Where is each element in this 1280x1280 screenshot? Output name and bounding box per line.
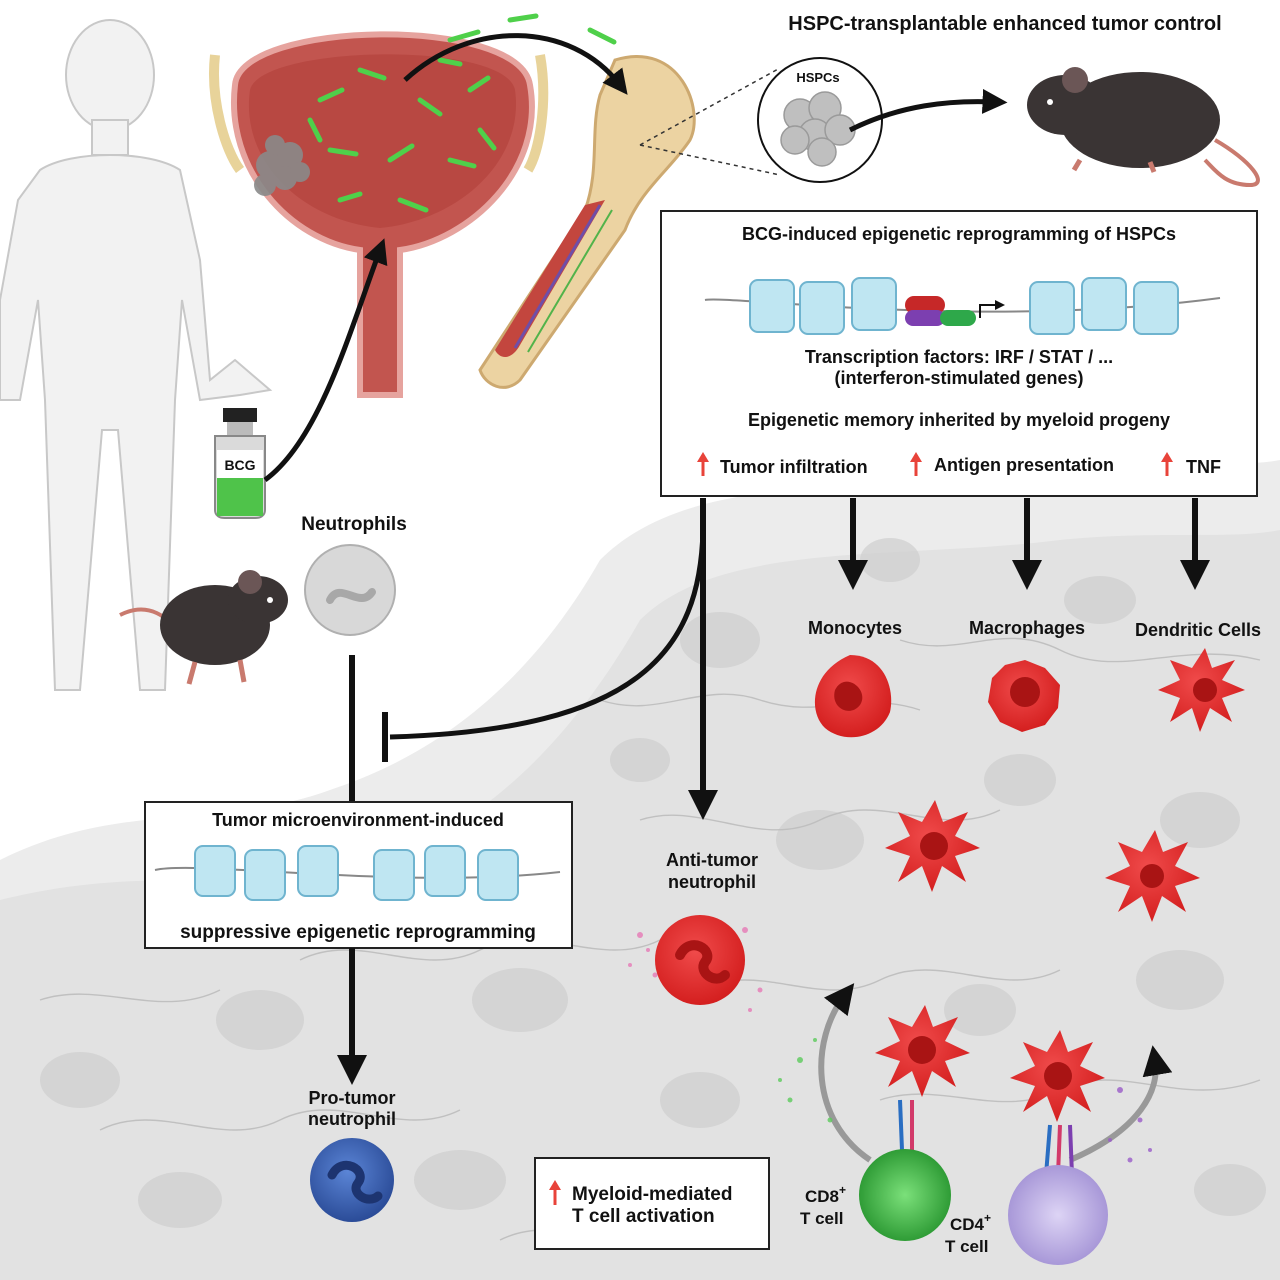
- effect-antigen-presentation: Antigen presentation: [934, 455, 1114, 475]
- top-right-title: HSPC-transplantable enhanced tumor contr…: [788, 13, 1221, 35]
- chromatin-nucleosomes: [704, 277, 1221, 335]
- cd8-tcell-label: T cell: [800, 1209, 843, 1228]
- macrophage-cell-icon: [988, 660, 1060, 732]
- cd8-t-cell-icon: [859, 1149, 951, 1241]
- myeloid-activation-box: Myeloid-mediated T cell activation: [534, 1157, 770, 1250]
- anti-tumor-label-2: neutrophil: [668, 872, 756, 892]
- hspc-zoom: HSPCs: [639, 57, 883, 183]
- anti-tumor-label-1: Anti-tumor: [666, 850, 758, 870]
- neutrophil-cell-icon: [304, 544, 396, 636]
- dendritic-cell-icon-3: [1105, 830, 1200, 922]
- up-arrow-icon: [1161, 452, 1173, 476]
- up-arrow-icon: [549, 1180, 561, 1205]
- tf-line1: Transcription factors: IRF / STAT / ...: [805, 347, 1113, 367]
- bladder-illustration: [209, 13, 617, 398]
- pro-tumor-label-1: Pro-tumor: [309, 1088, 396, 1108]
- hspcs-label: HSPCs: [796, 70, 839, 85]
- label-macrophages: Macrophages: [969, 618, 1085, 638]
- label-dendritic-cells: Dendritic Cells: [1135, 620, 1261, 640]
- bcg-vial-icon: BCG: [214, 408, 266, 519]
- effect-tnf: TNF: [1186, 457, 1221, 477]
- chromatin-nucleosomes-tme: [154, 845, 561, 901]
- reprogramming-title: BCG-induced epigenetic reprogramming of …: [742, 224, 1176, 244]
- arrow-bladder-to-bone: [403, 33, 628, 95]
- up-arrow-icon: [697, 452, 709, 476]
- mouse-icon-right: [1027, 67, 1260, 188]
- arrow-hspc-to-mouse: [848, 88, 1008, 133]
- myeloid-line1: Myeloid-mediated: [572, 1184, 732, 1205]
- monocyte-cell-icon: [814, 655, 892, 738]
- label-monocytes: Monocytes: [808, 618, 902, 638]
- myeloid-line2: T cell activation: [572, 1206, 715, 1227]
- dendritic-cell-icon-2: [885, 800, 980, 892]
- t-cell-interaction: [778, 983, 1173, 1265]
- mouse-icon-left: [119, 570, 288, 685]
- bone-marrow-illustration: [478, 55, 696, 389]
- tf-line2: (interferon-stimulated genes): [834, 368, 1083, 388]
- inhibition-arrow: [389, 529, 706, 740]
- cd4-tcell-label: T cell: [945, 1237, 988, 1256]
- pro-tumor-neutrophil-icon: [310, 1138, 394, 1222]
- bcg-label: BCG: [224, 457, 255, 473]
- up-arrow-icon: [910, 452, 922, 476]
- anti-tumor-neutrophil-icon: [628, 915, 763, 1012]
- dendritic-cell-icon-5: [1010, 1030, 1105, 1122]
- memory-line: Epigenetic memory inherited by myeloid p…: [748, 410, 1170, 430]
- tme-box: Tumor microenvironment-induced suppressi…: [144, 801, 573, 949]
- human-figure-icon: [0, 19, 273, 691]
- cd8-label: CD8+: [805, 1183, 846, 1206]
- arrow-vial-to-bladder: [263, 238, 388, 483]
- pro-tumor-label-2: neutrophil: [308, 1109, 396, 1129]
- cd4-label: CD4+: [950, 1211, 991, 1234]
- effect-tumor-infiltration: Tumor infiltration: [720, 457, 868, 477]
- cd4-t-cell-icon: [1008, 1165, 1108, 1265]
- dendritic-cell-icon-4: [875, 1005, 970, 1097]
- bcg-reprogramming-box: BCG-induced epigenetic reprogramming of …: [660, 210, 1258, 497]
- tme-subtitle: suppressive epigenetic reprogramming: [180, 922, 536, 943]
- dendritic-cell-icon: [1158, 648, 1245, 732]
- tme-title: Tumor microenvironment-induced: [212, 810, 504, 830]
- neutrophils-label: Neutrophils: [301, 514, 407, 535]
- tumor-tissue-background: [0, 460, 1280, 1280]
